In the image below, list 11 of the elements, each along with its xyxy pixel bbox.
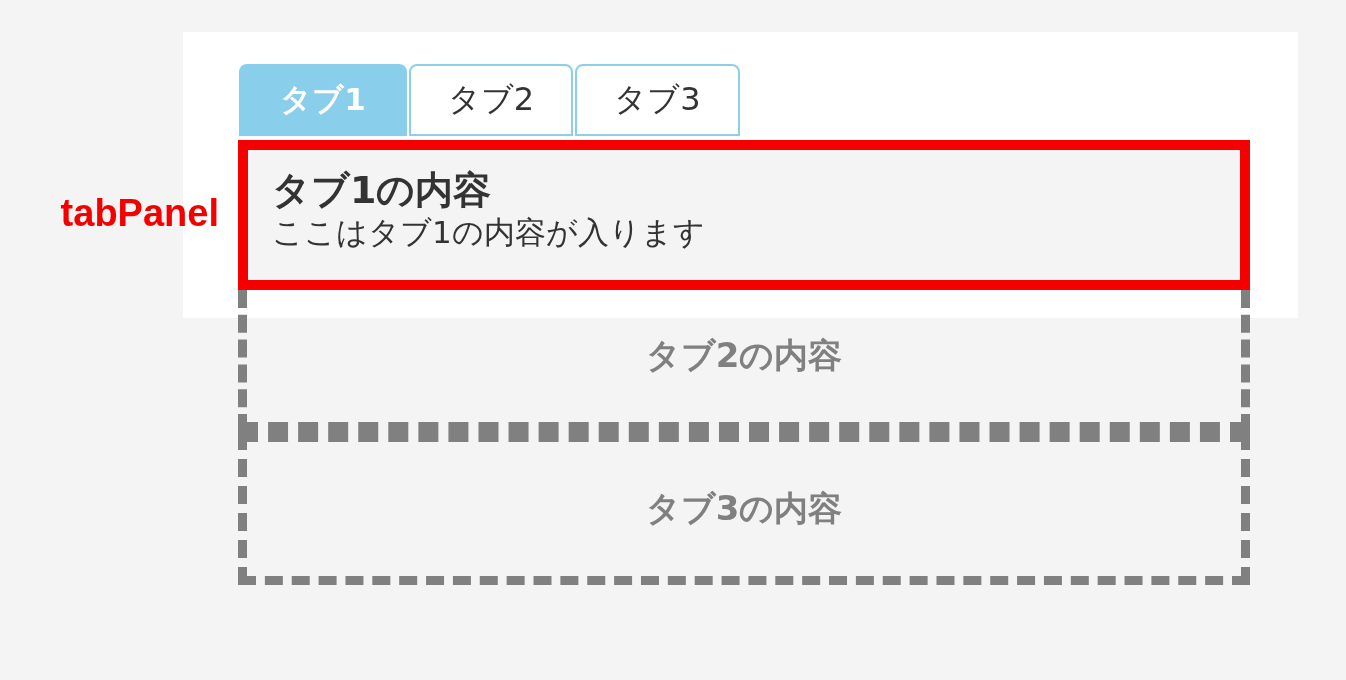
highlighted-panel	[238, 140, 1250, 290]
dashed-panel	[238, 432, 1250, 585]
panel-title: タブ3の内容	[645, 487, 843, 530]
dashed-panel	[238, 290, 1250, 432]
annotation-label: tabPanel	[60, 192, 219, 235]
panel-heading: タブ1の内容	[272, 167, 492, 213]
tab: タブ2	[409, 64, 573, 136]
panel-text: ここはタブ1の内容が入ります	[272, 213, 705, 251]
tab: タブ3	[575, 64, 740, 136]
active-tab: タブ1	[239, 64, 407, 136]
panel-title: タブ2の内容	[645, 334, 843, 377]
